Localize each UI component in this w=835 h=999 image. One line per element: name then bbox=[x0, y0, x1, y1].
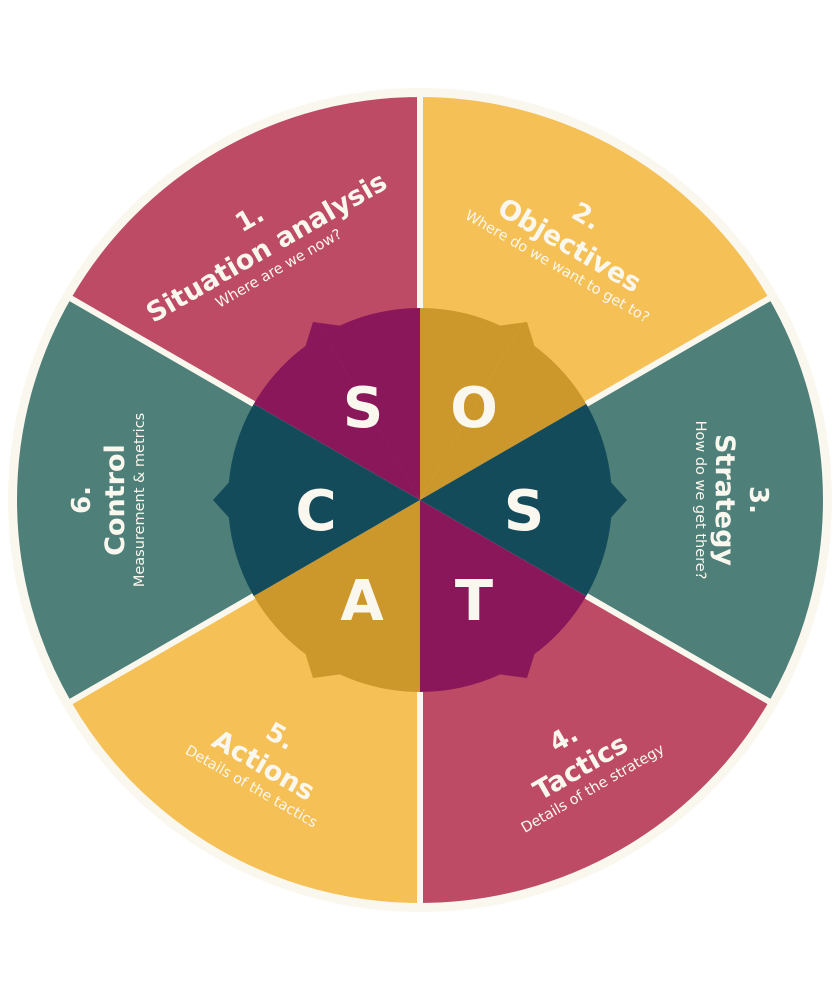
inner-hub bbox=[213, 308, 627, 692]
segment-6-number: 6. bbox=[67, 486, 97, 514]
segment-3-number: 3. bbox=[743, 486, 773, 514]
segment-6-label: 6. Control Measurement & metrics bbox=[67, 413, 148, 587]
segment-6-subtitle: Measurement & metrics bbox=[132, 413, 148, 587]
letter-s-situation: S bbox=[343, 376, 383, 441]
segment-3-subtitle: How do we get there? bbox=[692, 421, 708, 580]
segment-6-title: Control bbox=[100, 444, 131, 556]
segment-3-label: 3. Strategy How do we get there? bbox=[692, 421, 773, 580]
letter-o-objectives: O bbox=[450, 376, 498, 441]
letter-t-tactics: T bbox=[455, 569, 493, 634]
segment-3-title: Strategy bbox=[709, 434, 740, 566]
letter-s-strategy: S bbox=[504, 479, 544, 544]
letter-a-actions: A bbox=[340, 569, 384, 634]
letter-c-control: C bbox=[295, 479, 336, 544]
